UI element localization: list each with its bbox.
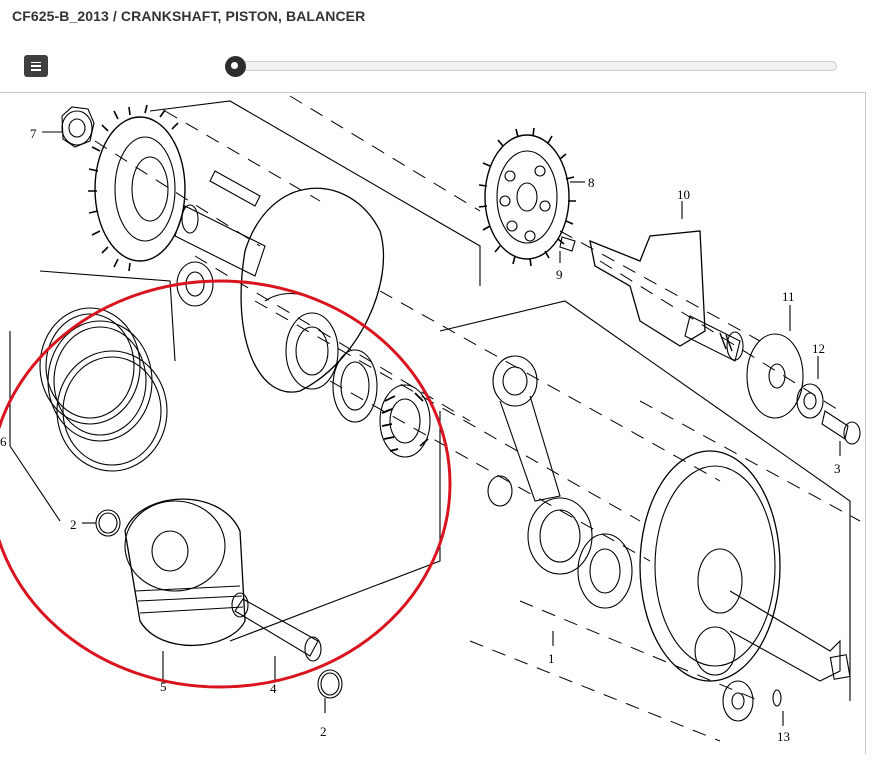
zoom-slider-handle[interactable] [225, 56, 246, 77]
callout-13: 13 [777, 729, 790, 744]
callout-8: 9 [556, 267, 563, 282]
callout-12: 3 [834, 461, 841, 476]
callout-4: 5 [160, 679, 167, 694]
callout-2-left: 2 [70, 517, 77, 532]
callout-10: 11 [782, 289, 795, 304]
callout-1: 1 [548, 651, 555, 666]
menu-button[interactable] [24, 55, 48, 77]
zoom-slider-track[interactable] [236, 61, 837, 71]
callout-7: 8 [588, 175, 595, 190]
callout-9: 10 [677, 187, 690, 202]
callout-5: 6 [0, 434, 7, 449]
menu-icon [31, 61, 41, 71]
parts-diagram-frame: 7 2 6 5 4 2 1 8 9 10 11 12 3 13 [0, 92, 866, 754]
callout-3: 4 [270, 681, 277, 696]
callout-6: 7 [30, 126, 37, 141]
parts-diagram: 7 2 6 5 4 2 1 8 9 10 11 12 3 13 [0, 95, 861, 744]
highlight-ellipse [0, 279, 452, 689]
callout-2-bottom: 2 [320, 724, 327, 739]
callout-11: 12 [812, 341, 825, 356]
page-title: CF625-B_2013 / CRANKSHAFT, PISTON, BALAN… [12, 8, 366, 24]
